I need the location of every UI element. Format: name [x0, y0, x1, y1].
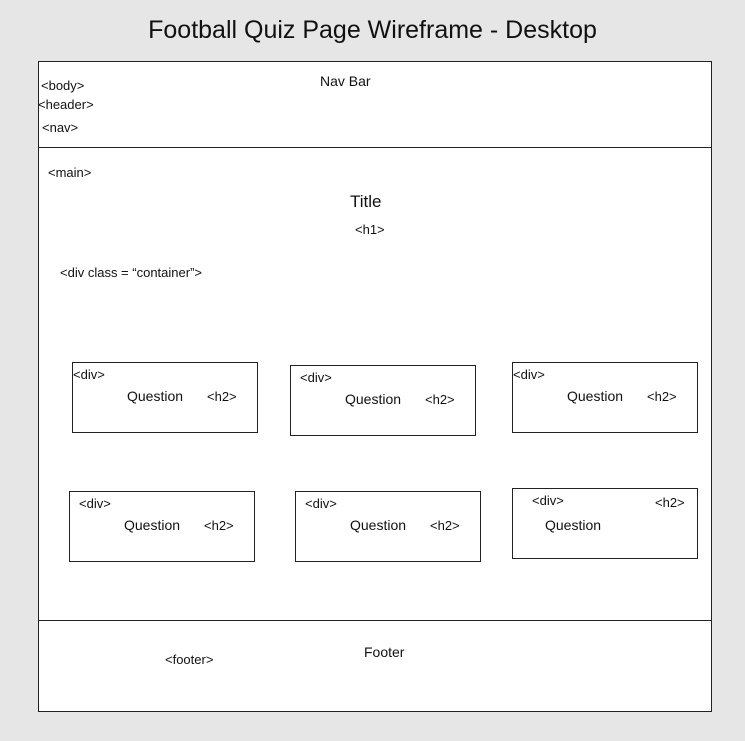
question-box-div-tag: <div> [305, 496, 337, 511]
question-box-1: <div> Question <h2> [72, 362, 258, 433]
question-box-5: <div> Question <h2> [295, 491, 481, 562]
body-tag: <body> [41, 78, 85, 93]
question-label: Question [345, 391, 402, 407]
question-h2-tag: <h2> [430, 518, 460, 533]
question-h2-tag: <h2> [655, 495, 685, 510]
question-label: Question [350, 517, 407, 533]
question-box-2: <div> Question <h2> [290, 365, 476, 436]
question-h2-tag: <h2> [647, 389, 677, 404]
question-h2-tag: <h2> [425, 392, 455, 407]
question-label: Question [567, 388, 624, 404]
question-box-4: <div> Question <h2> [69, 491, 255, 562]
main-tag: <main> [48, 165, 92, 180]
question-box-div-tag: <div> [513, 367, 545, 382]
diagram-title: Football Quiz Page Wireframe - Desktop [148, 16, 597, 44]
container-tag: <div class = “container”> [60, 265, 202, 280]
question-box-div-tag: <div> [300, 370, 332, 385]
question-box-6: <div> Question <h2> [512, 488, 698, 559]
header-tag: <header> [38, 97, 94, 112]
footer-tag: <footer> [165, 652, 214, 667]
nav-bar-label: Nav Bar [320, 73, 371, 89]
question-label: Question [127, 388, 184, 404]
question-box-div-tag: <div> [79, 496, 111, 511]
question-box-3: <div> Question <h2> [512, 362, 698, 433]
question-h2-tag: <h2> [204, 518, 234, 533]
footer-label: Footer [364, 644, 405, 660]
title-label: Title [350, 192, 382, 211]
question-box-div-tag: <div> [532, 493, 564, 508]
main-footer-divider [38, 620, 712, 621]
nav-tag: <nav> [42, 120, 79, 135]
h1-tag: <h1> [355, 222, 385, 237]
question-label: Question [124, 517, 181, 533]
question-h2-tag: <h2> [207, 389, 237, 404]
question-label: Question [545, 517, 602, 533]
question-box-div-tag: <div> [73, 367, 105, 382]
header-main-divider [38, 147, 712, 148]
